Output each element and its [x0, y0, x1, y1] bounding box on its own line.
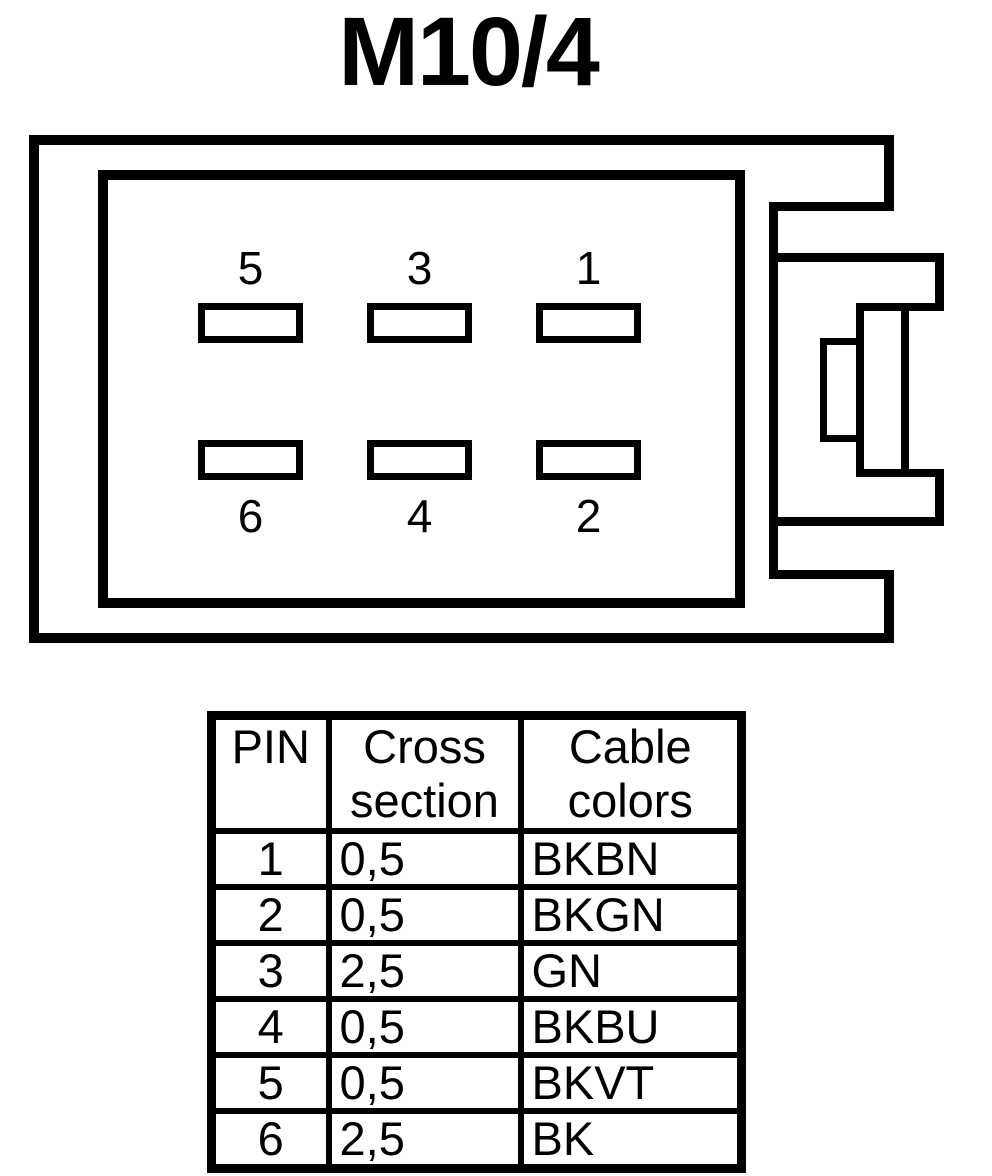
- pin-slot-3: [367, 303, 472, 343]
- cell-cable-color: GN: [517, 940, 745, 1002]
- table-row: 2 0,5 BKGN: [208, 884, 745, 946]
- pin-number-label-1: 1: [575, 242, 602, 294]
- cell-cable-color: BKBN: [517, 828, 745, 890]
- outer-housing-left-edge: [29, 135, 39, 643]
- pin-number-label-5: 5: [237, 242, 264, 294]
- cell-pin: 1: [208, 828, 332, 890]
- column-header-cable-colors: Cable colors: [517, 712, 745, 834]
- cell-cross-section: 0,5: [325, 828, 524, 890]
- pin-number-label-6: 6: [237, 490, 264, 542]
- pin-number-label-3: 3: [406, 242, 433, 294]
- pin-number-label-2: 2: [575, 490, 602, 542]
- notch-step-upper: [769, 202, 894, 211]
- outer-housing-right-edge-lower: [884, 570, 894, 643]
- cell-cable-color: BKBU: [517, 996, 745, 1058]
- latch-tab-inner-right-edge: [901, 311, 909, 469]
- cell-cable-color: BKVT: [517, 1052, 745, 1114]
- column-header-pin: PIN: [208, 712, 332, 834]
- cell-cross-section: 0,5: [325, 884, 524, 946]
- table-row: 4 0,5 BKBU: [208, 996, 745, 1058]
- latch-tab-inner-bottom-edge: [856, 469, 944, 477]
- latch-tab-right-edge-lower: [935, 469, 944, 526]
- cell-pin: 3: [208, 940, 332, 1002]
- pin-slot-5: [198, 303, 303, 343]
- latch-tab-inner-top-edge: [856, 303, 944, 311]
- cell-pin: 6: [208, 1108, 332, 1172]
- table-row: 3 2,5 GN: [208, 940, 745, 1002]
- cell-cross-section: 2,5: [325, 940, 524, 1002]
- latch-tab-bottom-edge: [769, 517, 944, 526]
- column-header-cross-section: Cross section: [325, 712, 524, 834]
- cell-cable-color: BKGN: [517, 884, 745, 946]
- table-row: 5 0,5 BKVT: [208, 1052, 745, 1114]
- outer-housing-top-edge: [29, 135, 894, 145]
- notch-neck-edge: [769, 202, 778, 579]
- table-row: 6 2,5 BK: [208, 1108, 745, 1172]
- latch-tab-key-rect: [820, 338, 863, 442]
- pin-slot-1: [536, 303, 641, 343]
- cell-pin: 5: [208, 1052, 332, 1114]
- diagram-title: M10/4: [338, 0, 600, 106]
- inner-housing-outline: [98, 170, 745, 608]
- pin-slot-2: [536, 440, 641, 480]
- pinout-table: PIN Cross section Cable colors 1 0,5 BKB…: [207, 711, 746, 1173]
- table-header-row: PIN Cross section Cable colors: [208, 712, 745, 834]
- cell-cross-section: 0,5: [325, 1052, 524, 1114]
- cell-pin: 4: [208, 996, 332, 1058]
- cell-cross-section: 2,5: [325, 1108, 524, 1172]
- latch-tab-top-edge: [769, 253, 944, 262]
- outer-housing-bottom-edge: [29, 633, 894, 643]
- pin-number-label-4: 4: [406, 490, 433, 542]
- pin-slot-4: [367, 440, 472, 480]
- outer-housing-right-edge-upper: [884, 135, 894, 211]
- cell-cross-section: 0,5: [325, 996, 524, 1058]
- cell-cable-color: BK: [517, 1108, 745, 1172]
- notch-step-lower: [769, 570, 894, 579]
- latch-tab-right-edge-upper: [935, 253, 944, 311]
- pin-slot-6: [198, 440, 303, 480]
- cell-pin: 2: [208, 884, 332, 946]
- table-row: 1 0,5 BKBN: [208, 828, 745, 890]
